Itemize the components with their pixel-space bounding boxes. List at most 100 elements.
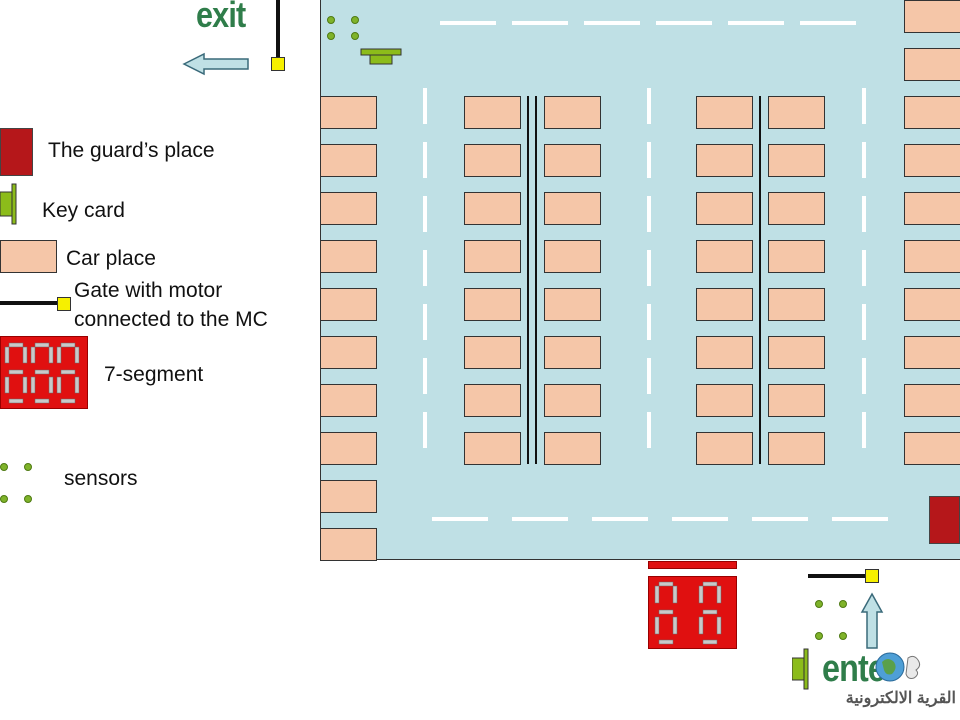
car-place bbox=[768, 288, 825, 321]
car-place bbox=[768, 432, 825, 465]
lane-dash bbox=[512, 21, 568, 25]
legend-sensor-icon bbox=[0, 463, 8, 471]
car-place bbox=[464, 144, 521, 177]
car-place bbox=[320, 432, 377, 465]
car-place bbox=[544, 432, 601, 465]
car-place bbox=[544, 240, 601, 273]
seven-segment-digits-icon bbox=[4, 342, 80, 404]
lane-dash bbox=[647, 304, 651, 340]
legend-car-swatch bbox=[0, 240, 57, 273]
lane-dash bbox=[647, 358, 651, 394]
lane-dash bbox=[647, 88, 651, 124]
lane-dash bbox=[862, 358, 866, 394]
row-divider bbox=[527, 96, 529, 464]
car-place bbox=[768, 144, 825, 177]
lane-dash bbox=[647, 412, 651, 448]
legend-key-card-icon bbox=[0, 183, 17, 225]
legend-sensor-icon bbox=[0, 495, 8, 503]
lane-dash bbox=[423, 304, 427, 340]
car-place bbox=[544, 384, 601, 417]
car-place bbox=[696, 384, 753, 417]
legend-guard-swatch bbox=[0, 128, 33, 176]
car-place bbox=[544, 144, 601, 177]
legend-gate-bar bbox=[0, 301, 58, 305]
car-place bbox=[544, 192, 601, 225]
car-place bbox=[544, 336, 601, 369]
legend-seven-segment-label: 7-segment bbox=[104, 363, 204, 386]
car-place bbox=[464, 336, 521, 369]
lane-dash bbox=[862, 142, 866, 178]
car-place bbox=[904, 96, 960, 129]
entrance-sensor-icon bbox=[839, 632, 847, 640]
lane-dash bbox=[647, 196, 651, 232]
lane-dash bbox=[440, 21, 496, 25]
car-place bbox=[904, 288, 960, 321]
car-place bbox=[464, 384, 521, 417]
lane-dash bbox=[592, 517, 648, 521]
exit-sensor-icon bbox=[351, 16, 359, 24]
lane-dash bbox=[862, 196, 866, 232]
exit-sensor-icon bbox=[351, 32, 359, 40]
car-place bbox=[320, 192, 377, 225]
car-place bbox=[768, 336, 825, 369]
exit-key-card-icon bbox=[360, 48, 402, 65]
legend-gate-label-2: connected to the MC bbox=[74, 308, 268, 331]
lane-dash bbox=[728, 21, 784, 25]
row-divider bbox=[759, 96, 761, 464]
car-place bbox=[320, 96, 377, 129]
car-place bbox=[464, 288, 521, 321]
car-place bbox=[904, 192, 960, 225]
lane-dash bbox=[862, 304, 866, 340]
entrance-gate-bar bbox=[808, 574, 866, 578]
car-place bbox=[904, 144, 960, 177]
car-place bbox=[320, 240, 377, 273]
car-place bbox=[904, 240, 960, 273]
car-place bbox=[904, 336, 960, 369]
car-place bbox=[320, 144, 377, 177]
car-place bbox=[904, 48, 960, 81]
lane-dash bbox=[423, 412, 427, 448]
lane-dash bbox=[423, 142, 427, 178]
car-place bbox=[904, 0, 960, 33]
legend-gate-label-1: Gate with motor bbox=[74, 279, 223, 302]
car-place bbox=[696, 192, 753, 225]
entrance-display-strip bbox=[648, 561, 737, 569]
exit-gate-motor bbox=[271, 57, 285, 71]
car-place bbox=[320, 384, 377, 417]
car-place bbox=[464, 240, 521, 273]
exit-sensor-icon bbox=[327, 16, 335, 24]
entrance-arrow-icon bbox=[860, 592, 884, 649]
entrance-key-card-icon bbox=[792, 648, 809, 690]
car-place bbox=[904, 384, 960, 417]
row-divider bbox=[535, 96, 537, 464]
lane-dash bbox=[647, 142, 651, 178]
car-place bbox=[696, 96, 753, 129]
car-place bbox=[320, 480, 377, 513]
legend-gate-motor bbox=[57, 297, 71, 311]
seven-segment-digits-icon bbox=[654, 581, 722, 645]
lane-dash bbox=[432, 517, 488, 521]
exit-gate-bar bbox=[276, 0, 280, 58]
car-place bbox=[320, 336, 377, 369]
lane-dash bbox=[672, 517, 728, 521]
legend-sensor-icon bbox=[24, 495, 32, 503]
entrance-sensor-icon bbox=[839, 600, 847, 608]
legend-guard-label: The guard’s place bbox=[48, 139, 215, 162]
lane-dash bbox=[423, 196, 427, 232]
lane-dash bbox=[423, 358, 427, 394]
entrance-seven-segment-display bbox=[648, 576, 737, 649]
lane-dash bbox=[656, 21, 712, 25]
lane-dash bbox=[862, 250, 866, 286]
car-place bbox=[696, 336, 753, 369]
lane-dash bbox=[423, 88, 427, 124]
globe-logo-icon bbox=[875, 652, 921, 682]
car-place bbox=[696, 144, 753, 177]
car-place bbox=[544, 288, 601, 321]
car-place bbox=[464, 192, 521, 225]
legend-car-label: Car place bbox=[66, 247, 156, 270]
car-place bbox=[320, 288, 377, 321]
car-place bbox=[320, 528, 377, 561]
car-place bbox=[544, 96, 601, 129]
lane-dash bbox=[423, 250, 427, 286]
car-place bbox=[768, 384, 825, 417]
